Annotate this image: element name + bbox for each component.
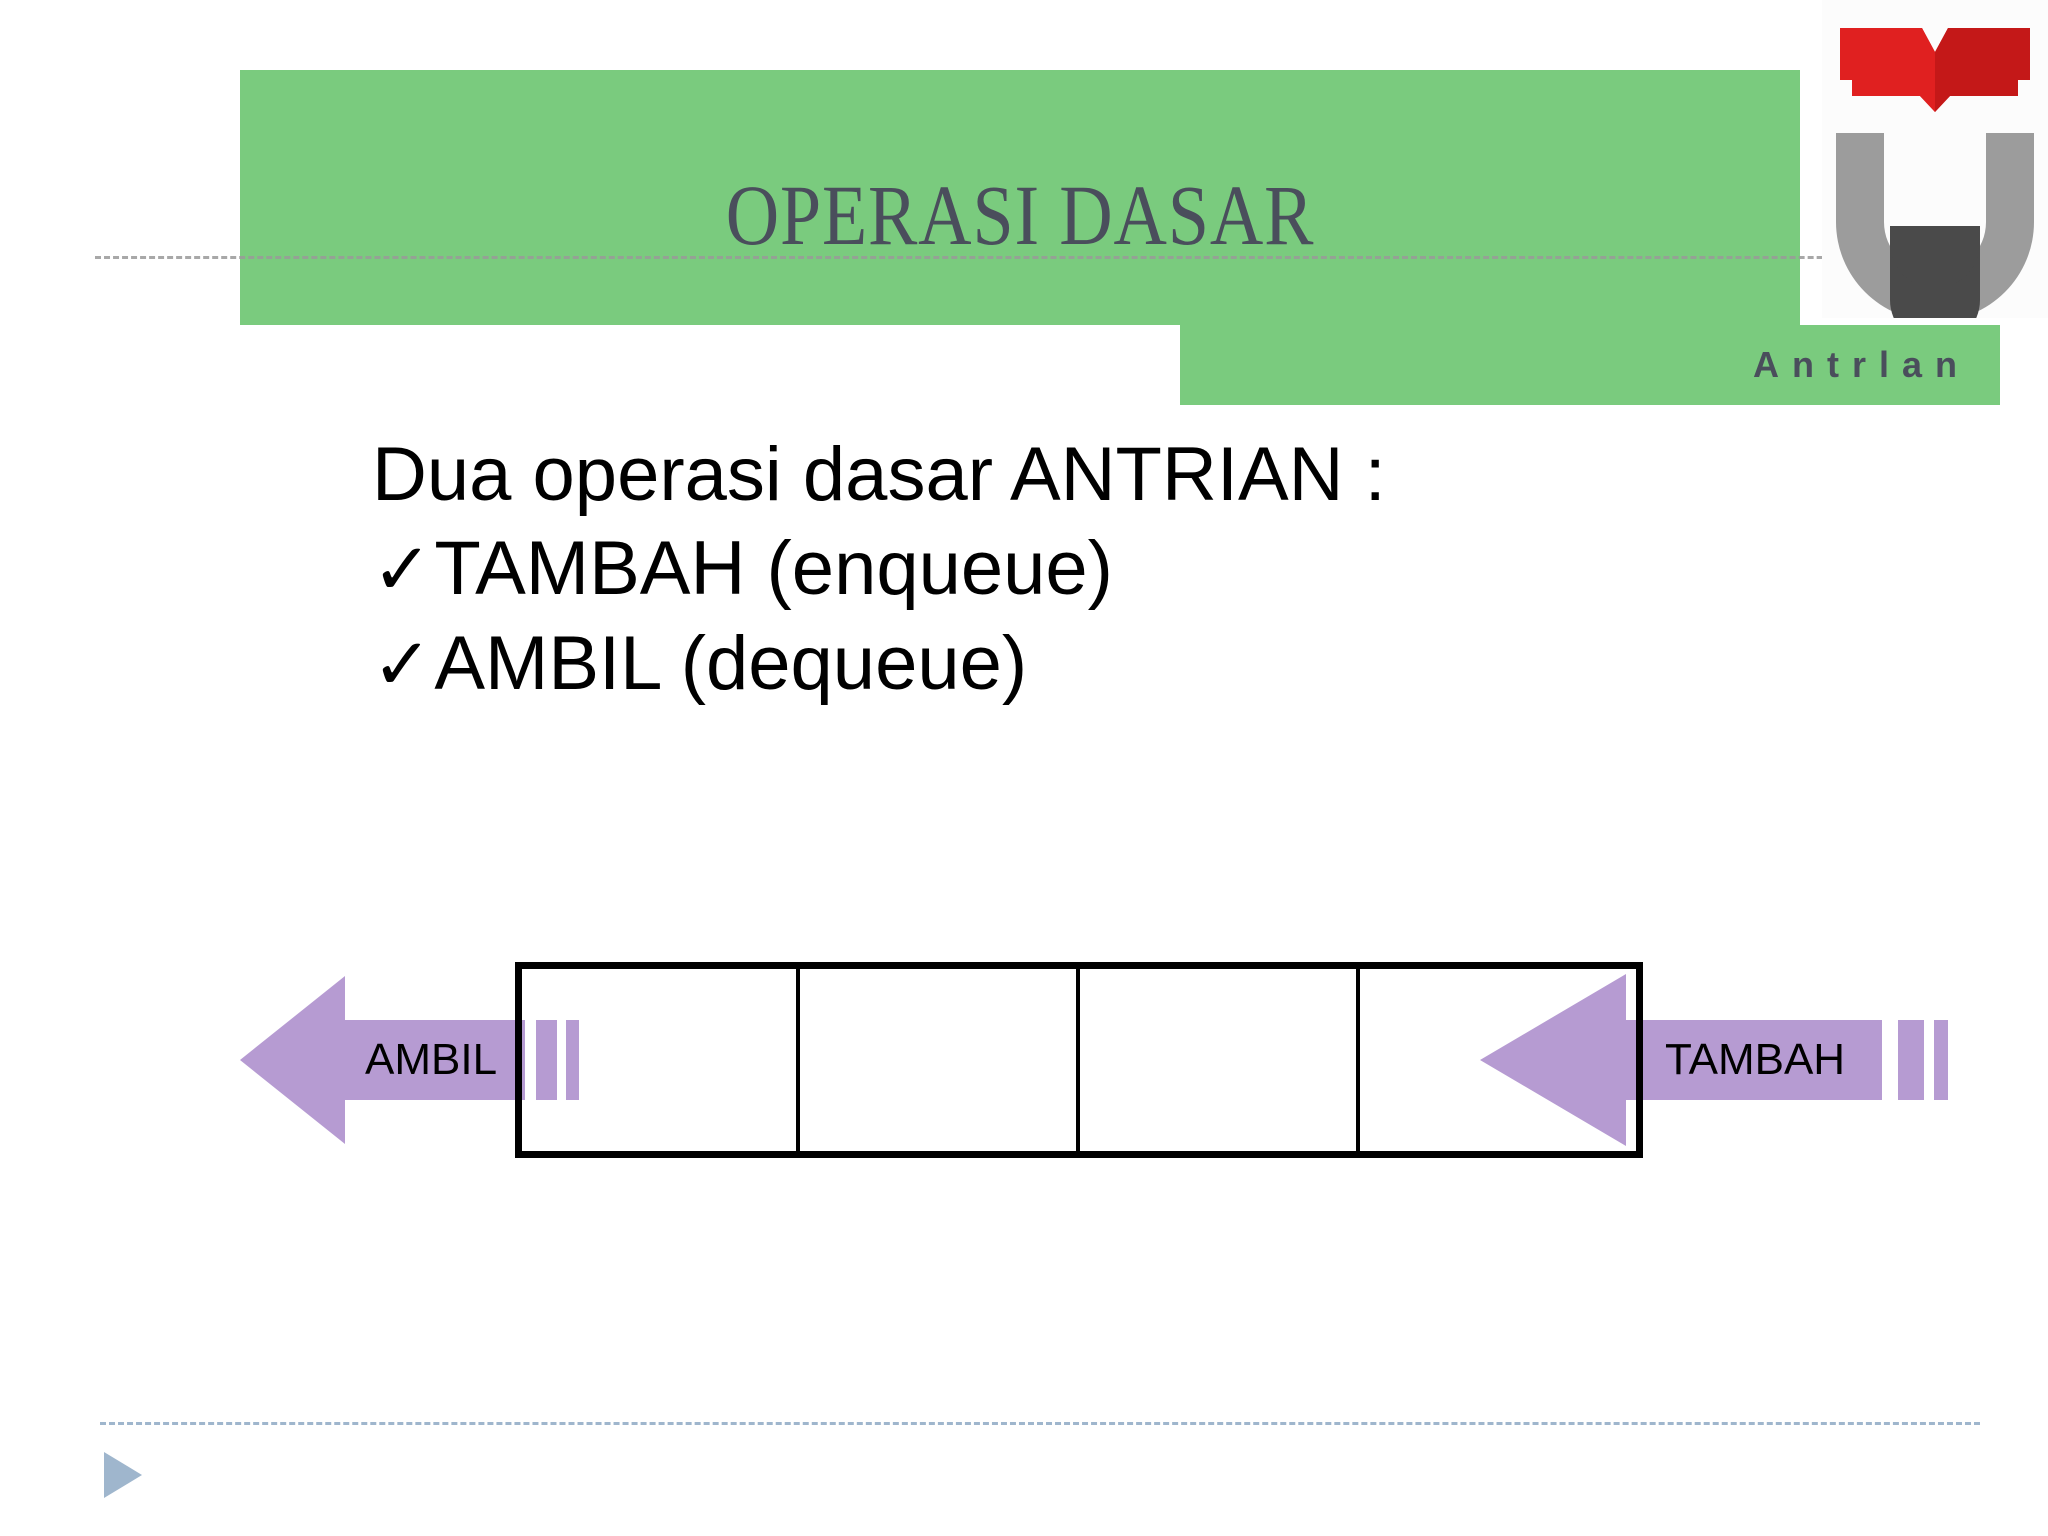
- list-item: ✓TAMBAH (enqueue): [372, 522, 1772, 617]
- ambil-arrow-label: AMBIL: [365, 1035, 498, 1084]
- page-title: OPERASI DASAR: [725, 167, 1315, 263]
- university-logo-icon: [1822, 0, 2048, 318]
- list-item: ✓AMBIL (dequeue): [372, 617, 1772, 712]
- tambah-arrow-icon: [1480, 974, 1948, 1146]
- queue-cell-divider: [796, 969, 800, 1151]
- queue-container: [515, 962, 1643, 1158]
- body-heading: Dua operasi dasar ANTRIAN :: [372, 432, 1386, 517]
- header-divider-line: [95, 256, 2048, 259]
- slide-subtitle: Antrlan: [1753, 344, 1970, 385]
- queue-cell-divider: [1076, 969, 1080, 1151]
- check-icon: ✓: [372, 530, 433, 610]
- check-icon: ✓: [372, 625, 433, 705]
- header-green-banner: [240, 70, 1800, 325]
- tambah-arrow-label: TAMBAH: [1665, 1035, 1846, 1084]
- footer-divider-line: [100, 1422, 1980, 1425]
- play-triangle-icon[interactable]: [104, 1452, 142, 1498]
- body-text-block: Dua operasi dasar ANTRIAN : ✓TAMBAH (enq…: [372, 428, 1772, 712]
- subtitle-green-banner: [1180, 325, 2000, 405]
- ambil-arrow-icon: [240, 976, 579, 1144]
- queue-cell-divider: [1356, 969, 1360, 1151]
- list-item-label: AMBIL (dequeue): [434, 621, 1028, 706]
- list-item-label: TAMBAH (enqueue): [434, 526, 1113, 611]
